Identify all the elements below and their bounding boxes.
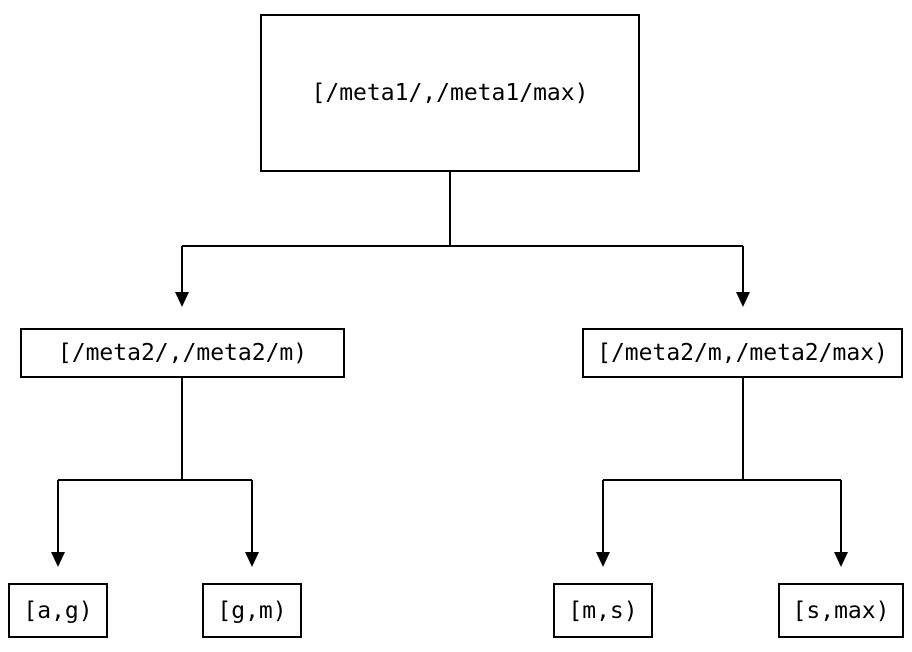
- node-right-label: [/meta2/m,/meta2/max): [597, 340, 888, 366]
- arrowhead-to-ag: [51, 552, 65, 567]
- node-left: [/meta2/,/meta2/m): [20, 328, 345, 378]
- node-leaf-ms: [m,s): [553, 583, 653, 638]
- node-root: [/meta1/,/meta1/max): [260, 14, 640, 172]
- arrowhead-to-gm: [245, 552, 259, 567]
- node-leaf-gm: [g,m): [202, 583, 302, 638]
- arrowhead-to-ms: [596, 552, 610, 567]
- node-leaf-smax: [s,max): [778, 583, 904, 638]
- node-left-label: [/meta2/,/meta2/m): [57, 340, 308, 366]
- arrowhead-to-smax: [834, 552, 848, 567]
- edge-left-children: [51, 378, 259, 567]
- edge-root-children: [175, 172, 750, 307]
- node-leaf-smax-label: [s,max): [792, 597, 890, 624]
- arrowhead-to-left: [175, 292, 189, 307]
- node-leaf-ag-label: [a,g): [23, 597, 93, 624]
- arrowhead-to-right: [736, 292, 750, 307]
- node-right: [/meta2/m,/meta2/max): [582, 328, 903, 378]
- node-leaf-ms-label: [m,s): [568, 597, 638, 624]
- node-leaf-gm-label: [g,m): [217, 597, 287, 624]
- node-root-label: [/meta1/,/meta1/max): [311, 80, 589, 106]
- node-leaf-ag: [a,g): [8, 583, 108, 638]
- edge-right-children: [596, 378, 848, 567]
